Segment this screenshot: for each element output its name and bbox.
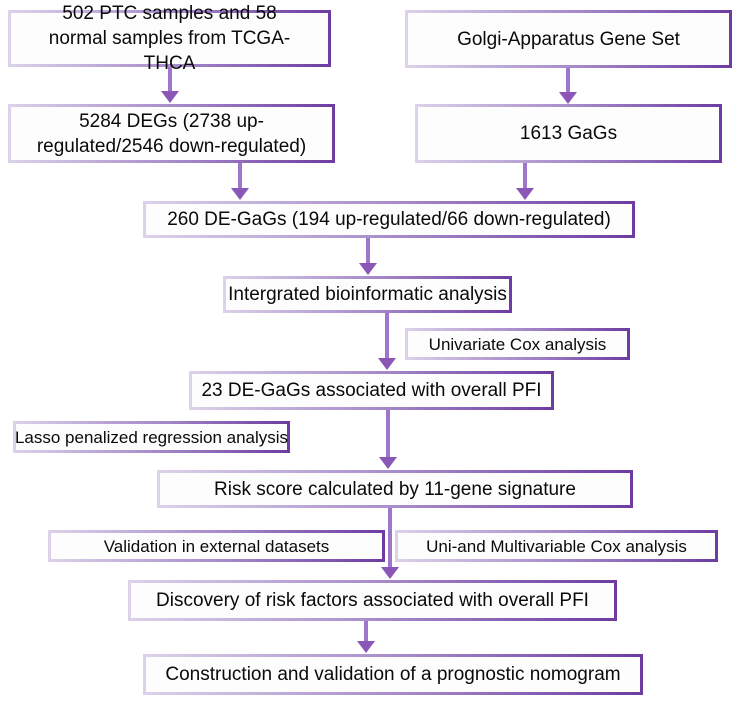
node-tcga-samples: 502 PTC samples and 58 normal samples fr… (8, 3, 331, 74)
arrow-down-icon (381, 567, 399, 579)
arrow-golgi-to-gags (559, 68, 577, 104)
arrow-down-icon (357, 641, 375, 653)
node-gags: 1613 GaGs (415, 104, 722, 163)
arrow-discovery-to-nomogram (357, 621, 375, 653)
arrow-tcga-to-degs (161, 67, 179, 103)
node-degs: 5284 DEGs (2738 up-regulated/2546 down-r… (8, 104, 335, 163)
arrow-stem (385, 313, 389, 360)
node-de-gags: 260 DE-GaGs (194 up-regulated/66 down-re… (143, 201, 635, 238)
arrow-integrated-to-23-de-gags (378, 313, 396, 370)
arrow-stem (168, 67, 172, 93)
arrow-stem (566, 68, 570, 94)
arrow-stem (523, 163, 527, 190)
node-validation-datasets-label: Validation in external datasets (103, 536, 330, 556)
node-uni-multivariable-cox-label: Uni-and Multivariable Cox analysis (426, 536, 687, 556)
arrow-risk-score-to-discovery (381, 508, 399, 579)
node-de-gags-label: 260 DE-GaGs (194 up-regulated/66 down-re… (167, 209, 611, 230)
node-uni-multivariable-cox: Uni-and Multivariable Cox analysis (395, 530, 718, 562)
node-risk-score-label: Risk score calculated by 11-gene signatu… (214, 478, 576, 500)
node-risk-factors-discovery: Discovery of risk factors associated wit… (128, 580, 617, 621)
arrow-gags-to-de-gags (516, 163, 534, 200)
node-lasso-regression-label: Lasso penalized regression analysis (14, 427, 289, 447)
arrow-down-icon (516, 188, 534, 200)
node-tcga-samples-label: 502 PTC samples and 58 normal samples fr… (48, 3, 291, 74)
arrow-23-de-gags-to-risk-score (379, 410, 397, 469)
node-risk-score: Risk score calculated by 11-gene signatu… (157, 470, 633, 508)
node-validation-datasets: Validation in external datasets (48, 530, 385, 562)
arrow-stem (238, 163, 242, 190)
arrow-stem (388, 508, 392, 569)
arrow-degs-to-de-gags (231, 163, 249, 200)
arrow-down-icon (359, 263, 377, 275)
node-degs-label: 5284 DEGs (2738 up-regulated/2546 down-r… (36, 110, 307, 157)
arrow-down-icon (559, 92, 577, 104)
arrow-down-icon (231, 188, 249, 200)
arrow-down-icon (379, 457, 397, 469)
node-nomogram: Construction and validation of a prognos… (143, 654, 643, 695)
node-risk-factors-discovery-label: Discovery of risk factors associated wit… (156, 590, 589, 611)
node-23-de-gags: 23 DE-GaGs associated with overall PFI (189, 371, 554, 410)
node-lasso-regression: Lasso penalized regression analysis (13, 421, 290, 453)
node-golgi-gene-set-label: Golgi-Apparatus Gene Set (457, 28, 680, 50)
arrow-stem (366, 238, 370, 265)
node-univariate-cox: Univariate Cox analysis (405, 328, 630, 360)
node-golgi-gene-set: Golgi-Apparatus Gene Set (405, 10, 732, 68)
arrow-stem (386, 410, 390, 459)
arrow-down-icon (161, 91, 179, 103)
arrow-down-icon (378, 358, 396, 370)
node-integrated-analysis: Intergrated bioinformatic analysis (223, 276, 512, 313)
arrow-de-gags-to-integrated (359, 238, 377, 275)
arrow-stem (364, 621, 368, 643)
node-univariate-cox-label: Univariate Cox analysis (428, 334, 607, 354)
node-gags-label: 1613 GaGs (519, 123, 618, 144)
node-23-de-gags-label: 23 DE-GaGs associated with overall PFI (201, 380, 542, 401)
node-integrated-analysis-label: Intergrated bioinformatic analysis (228, 284, 507, 305)
node-nomogram-label: Construction and validation of a prognos… (165, 664, 621, 685)
